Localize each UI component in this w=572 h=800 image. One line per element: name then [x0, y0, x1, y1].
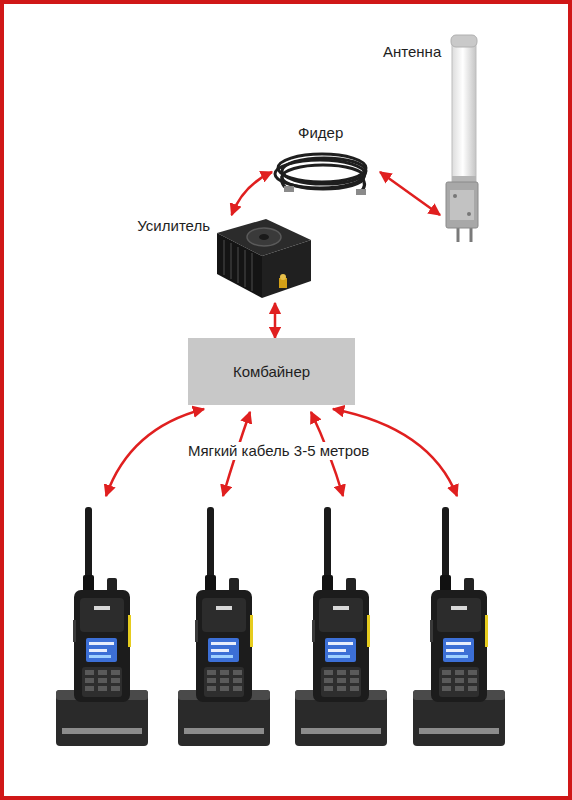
amplifier-node: Усилитель	[210, 215, 313, 303]
feeder-node: Фидер	[272, 146, 380, 198]
antenna-node: Антенна	[440, 30, 485, 245]
picture-label: Усилитель	[137, 217, 210, 235]
double-arrow	[380, 172, 440, 215]
soft-cables	[106, 409, 457, 496]
picture-label: Антенна	[383, 43, 441, 61]
radio-pictures	[56, 507, 505, 746]
amplifier-picture	[217, 219, 311, 298]
combiner-box: Комбайнер	[188, 338, 355, 405]
cable-note: Мягкий кабель 3-5 метров	[186, 442, 371, 460]
picture-label: Фидер	[298, 124, 343, 142]
double-arrow	[274, 303, 277, 338]
node-text: Комбайнер	[233, 363, 310, 381]
feeder-cable-picture	[275, 154, 366, 195]
double-arrow	[232, 172, 272, 215]
antenna-picture	[446, 35, 478, 242]
